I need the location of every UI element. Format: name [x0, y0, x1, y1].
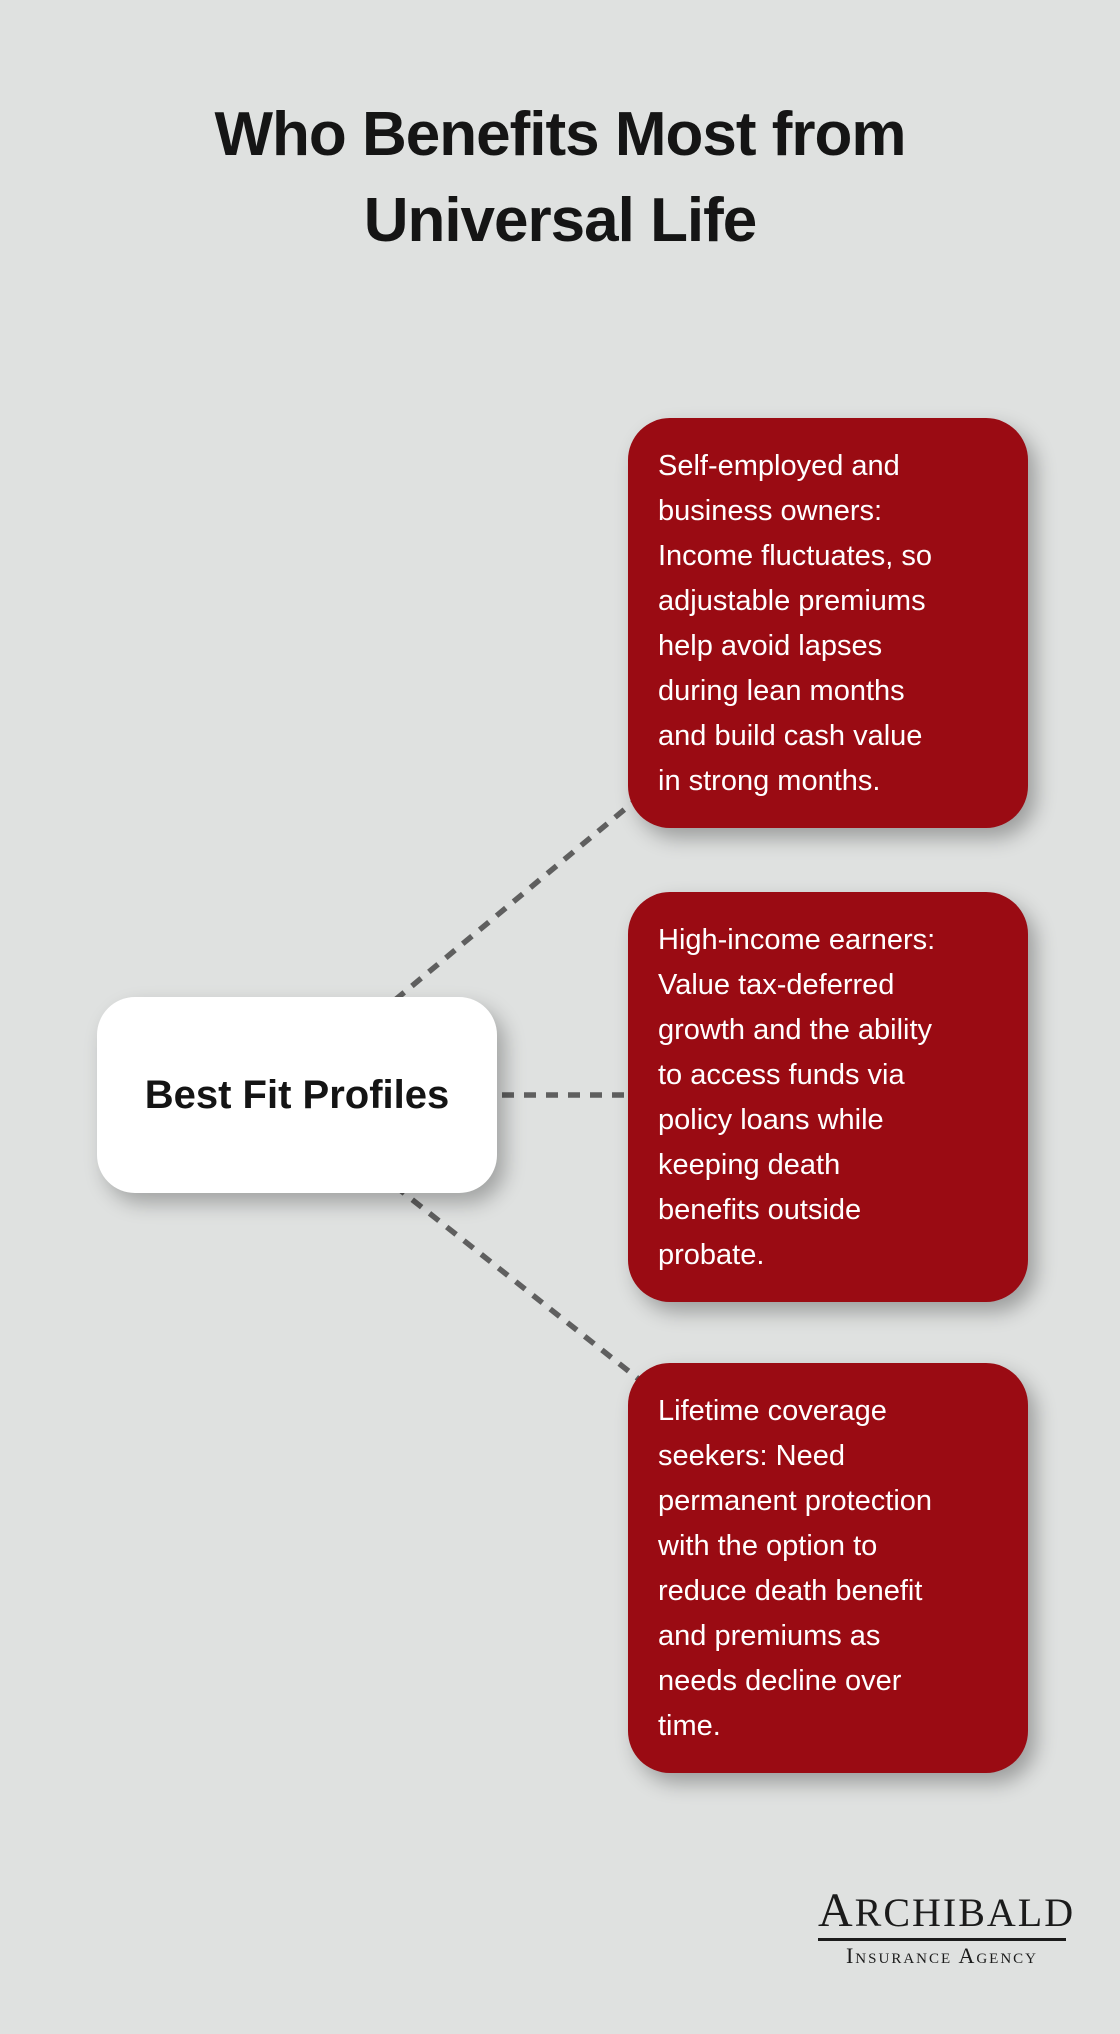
connector-line-bottom: [393, 1183, 662, 1399]
profile-card-text: High-income earners: Value tax-deferred …: [658, 924, 936, 1271]
profile-card-text: Lifetime coverage seekers: Need permanen…: [658, 1395, 933, 1742]
page-title: Who Benefits Most from Universal Life: [214, 100, 907, 255]
profile-card-self-employed: Self-employed and business owners: Incom…: [628, 418, 1028, 828]
profile-card-high-income: High-income earners: Value tax-deferred …: [628, 892, 1028, 1302]
center-node-label: Best Fit Profiles: [144, 1072, 450, 1117]
archibald-logo: Archibald Insurance Agency: [818, 1888, 1073, 1969]
connector-line-top: [393, 777, 662, 1003]
center-node-best-fit-profiles: Best Fit Profiles: [97, 997, 497, 1193]
logo-tagline: Insurance Agency: [845, 1943, 1038, 1968]
profile-card-text: Self-employed and business owners: Incom…: [658, 450, 933, 797]
logo-name: Archibald: [818, 1888, 1073, 1941]
profile-card-lifetime-coverage: Lifetime coverage seekers: Need permanen…: [628, 1363, 1028, 1773]
